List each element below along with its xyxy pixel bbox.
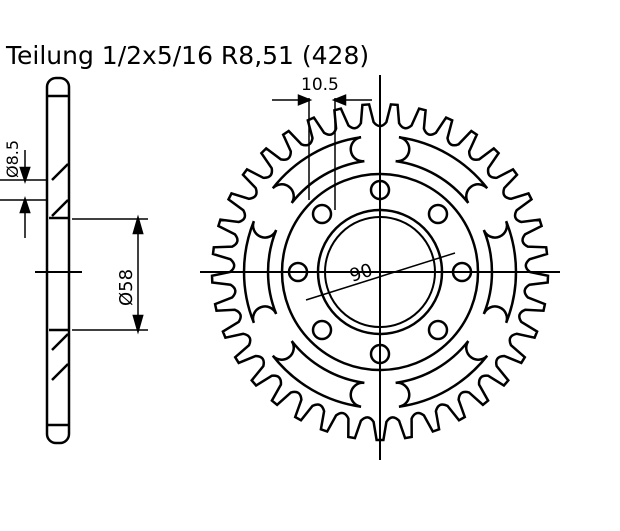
side-view xyxy=(0,76,148,445)
hatch xyxy=(51,363,69,381)
bolt-hole xyxy=(311,319,333,341)
lightening-slot xyxy=(482,220,518,324)
title: Teilung 1/2x5/16 R8,51 (428) xyxy=(5,41,369,70)
bolt-circle-label: 90 xyxy=(347,260,375,287)
bolt-circle-dim xyxy=(305,252,456,301)
arrowheads xyxy=(19,166,144,335)
side-plate xyxy=(45,76,71,445)
bolt-hole xyxy=(427,319,449,341)
lightening-slot xyxy=(271,340,365,408)
hatch xyxy=(51,199,69,217)
lightening-slot xyxy=(242,220,278,324)
lightening-slot xyxy=(271,136,365,204)
bolt-hole xyxy=(427,203,449,225)
front-view xyxy=(200,75,560,460)
hole-diameter-label: Ø8.5 xyxy=(3,140,22,178)
lightening-slot xyxy=(395,340,489,408)
bore-diameter-label: Ø58 xyxy=(116,269,137,306)
hatch xyxy=(51,333,69,351)
bolt-hole xyxy=(311,203,333,225)
tooth-width-label: 10.5 xyxy=(301,75,339,95)
arrowheads xyxy=(297,94,347,106)
hatch xyxy=(51,163,69,181)
lightening-slot xyxy=(395,136,489,204)
sprocket-teeth xyxy=(210,103,550,442)
